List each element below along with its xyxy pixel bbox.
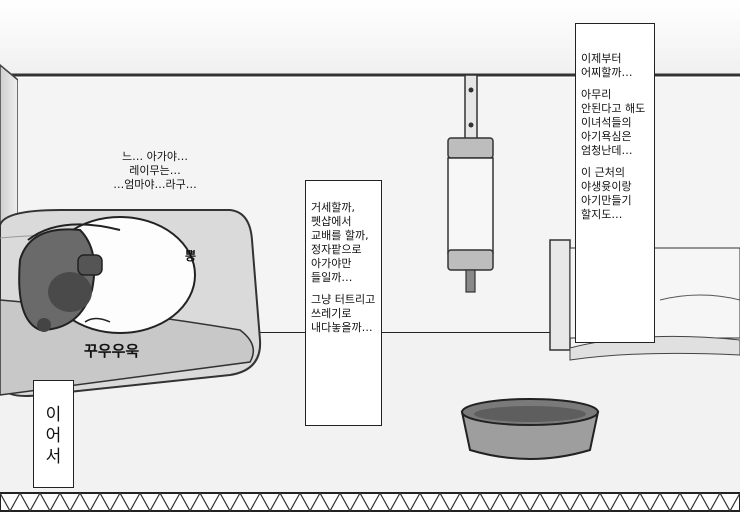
floor-grate [0,491,740,513]
water-bottle [447,74,494,293]
yukkuri-character [18,216,196,334]
center-caption-box: 거세할까, 펫샵에서 교배를 할까, 정자팥으로 아가야만 들일까… 그냥 터트… [305,180,382,426]
mutter-text: 느… 아가야… 레이무는… …엄마야…라구… [113,150,197,191]
caption-paragraph: 이제부터 어찌할까… [581,52,633,79]
food-bowl [460,398,600,460]
snore-sfx: 꾸우우욱 [84,342,140,360]
continued-char: 어 [45,426,62,446]
right-caption-box: 이제부터 어찌할까… 아무리 안된다고 해도 이녀석들의 아기욕심은 엄청난데…… [575,23,655,343]
caption-paragraph: 거세할까, 펫샵에서 교배를 할까, 정자팥으로 아가야만 들일까… [311,201,369,284]
caption-paragraph: 그냥 터트리고 쓰레기로 내다놓을까… [311,293,376,334]
continued-char: 서 [45,447,62,467]
caption-paragraph: 아무리 안된다고 해도 이녀석들의 아기욕심은 엄청난데… [581,88,646,157]
to-be-continued-box: 이 어 서 [33,380,74,488]
continued-char: 이 [45,405,62,425]
pop-sfx: 뽕 [185,249,197,263]
caption-paragraph: 이 근처의 야생윳이랑 아기만들기 할지도… [581,166,632,221]
